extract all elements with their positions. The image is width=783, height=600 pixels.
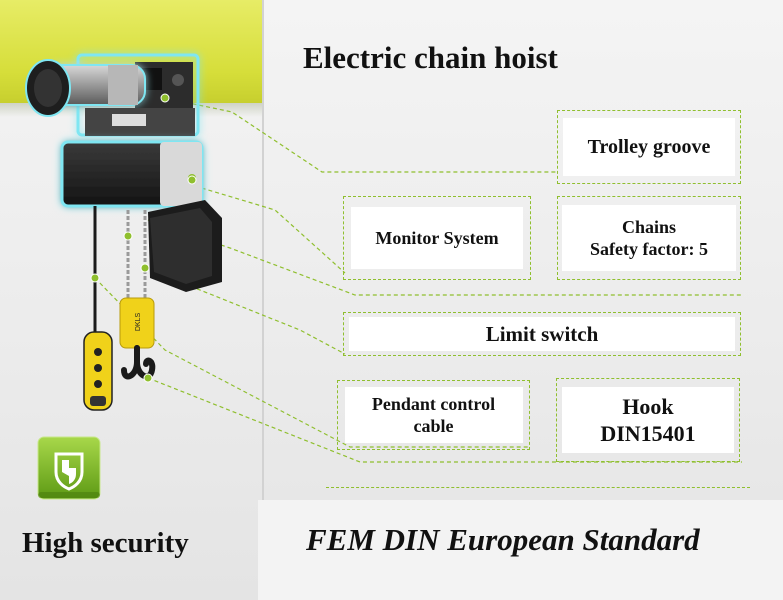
label-hook: Hook	[622, 393, 674, 419]
page-title: Electric chain hoist	[303, 40, 558, 75]
footer-rule	[326, 487, 750, 488]
label-box-limit-switch: Limit switch	[343, 312, 741, 356]
label-chains: Chains	[621, 216, 677, 237]
label-box-hook: Hook DIN15401	[556, 378, 740, 462]
label-pendant-control: Pendant control	[371, 393, 496, 414]
svg-text:DKLS: DKLS	[135, 313, 142, 332]
label-box-chains: Chains Safety factor: 5	[557, 196, 741, 280]
label-cable: cable	[413, 416, 454, 436]
label-monitor-system: Monitor System	[375, 227, 499, 248]
label-box-monitor-system: Monitor System	[343, 196, 531, 280]
label-box-trolley-groove: Trolley groove	[557, 110, 741, 184]
shield-icon	[37, 436, 101, 500]
label-limit-switch: Limit switch	[485, 321, 599, 346]
label-din15401: DIN15401	[600, 421, 696, 446]
standard-label: FEM DIN European Standard	[306, 522, 700, 557]
label-trolley-groove: Trolley groove	[587, 135, 711, 158]
divider-line	[262, 0, 264, 500]
label-box-pendant: Pendant control cable	[337, 380, 530, 450]
label-safety-factor: Safety factor: 5	[590, 239, 708, 259]
footer-band	[258, 500, 783, 600]
high-security-label: High security	[22, 527, 189, 559]
